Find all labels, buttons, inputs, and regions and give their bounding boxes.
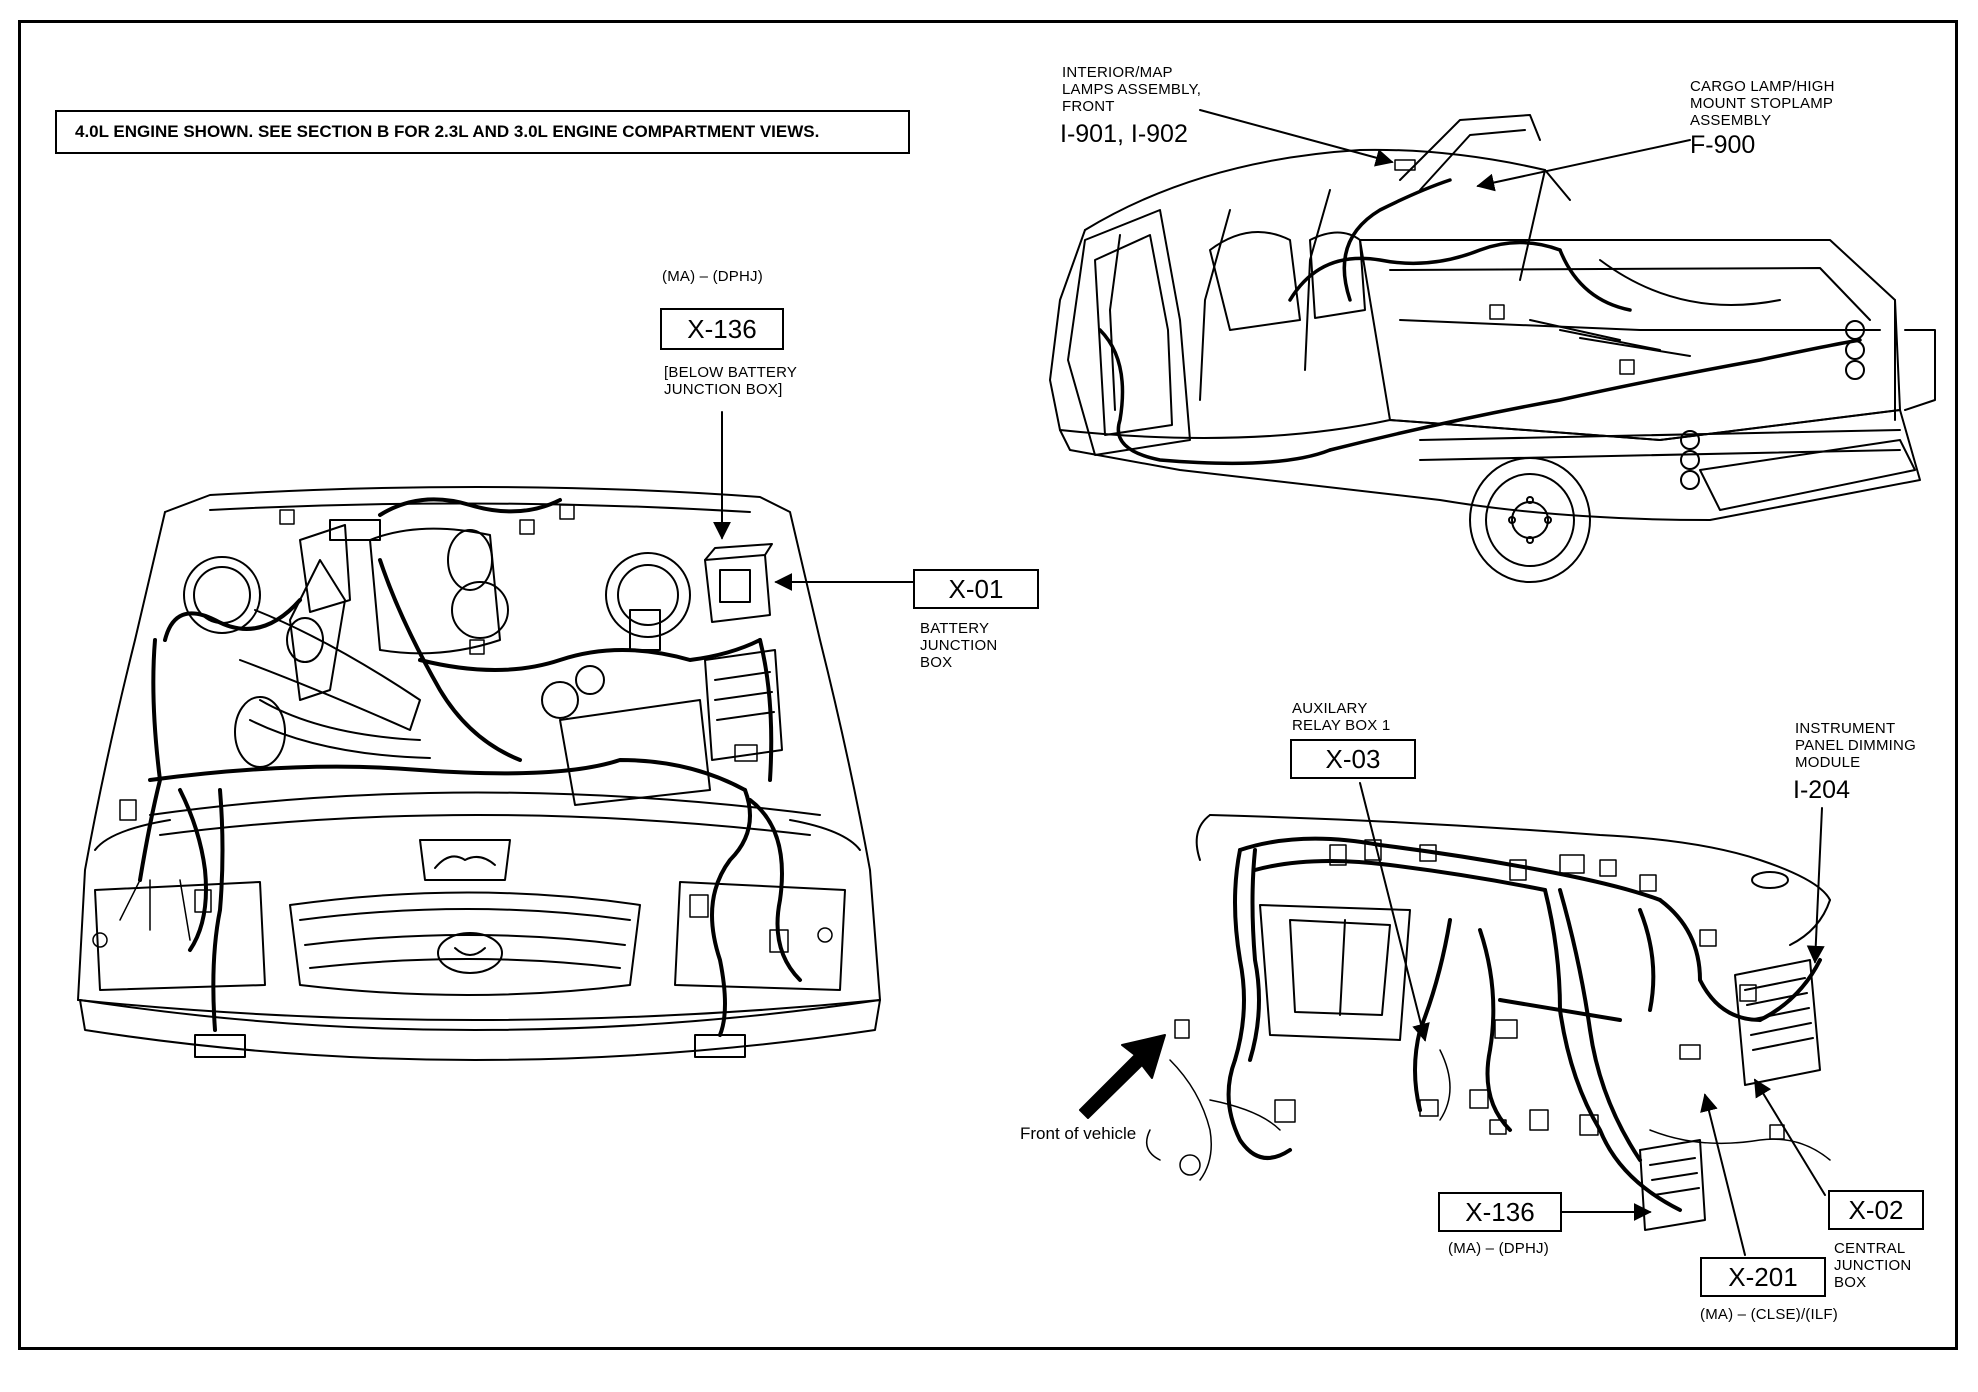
front-of-vehicle-label: Front of vehicle [1020, 1124, 1137, 1143]
x02-description: CENTRAL JUNCTION BOX [1834, 1240, 1912, 1291]
x02-connector-label[interactable]: X-02 [1828, 1190, 1924, 1230]
ipdm-description: INSTRUMENT PANEL DIMMING MODULE [1795, 720, 1916, 771]
x136-engine-connector-label[interactable]: X-136 [660, 308, 784, 350]
x136-dash-code: (MA) – (DPHJ) [1448, 1240, 1549, 1257]
instrument-panel-drawing [1145, 782, 1831, 1256]
x03-connector-label[interactable]: X-03 [1290, 739, 1416, 779]
engine-compartment-drawing [77, 411, 916, 1061]
x201-connector-label[interactable]: X-201 [1700, 1257, 1826, 1297]
interior-lamps-description: INTERIOR/MAP LAMPS ASSEMBLY, FRONT [1062, 64, 1202, 115]
cargo-lamp-description: CARGO LAMP/HIGH MOUNT STOPLAMP ASSEMBLY [1690, 78, 1835, 129]
engine-note-banner: 4.0L ENGINE SHOWN. SEE SECTION B FOR 2.3… [55, 110, 910, 154]
x136-engine-code: (MA) – (DPHJ) [662, 268, 763, 285]
x136-engine-description: [BELOW BATTERY JUNCTION BOX] [664, 364, 798, 398]
x136-dash-connector-label[interactable]: X-136 [1438, 1192, 1562, 1232]
diagram-frame [18, 20, 1958, 1350]
aux-relay-description: AUXILARY RELAY BOX 1 [1292, 700, 1391, 734]
cargo-lamp-code: F-900 [1690, 131, 1756, 159]
pickup-truck-drawing [1049, 109, 1936, 583]
ipdm-code: I-204 [1793, 776, 1850, 804]
x201-code: (MA) – (CLSE)/(ILF) [1700, 1306, 1838, 1323]
interior-lamps-codes: I-901, I-902 [1060, 120, 1188, 148]
x01-description: BATTERY JUNCTION BOX [920, 620, 998, 671]
front-of-vehicle-arrow [1079, 1034, 1166, 1119]
x01-connector-label[interactable]: X-01 [913, 569, 1039, 609]
